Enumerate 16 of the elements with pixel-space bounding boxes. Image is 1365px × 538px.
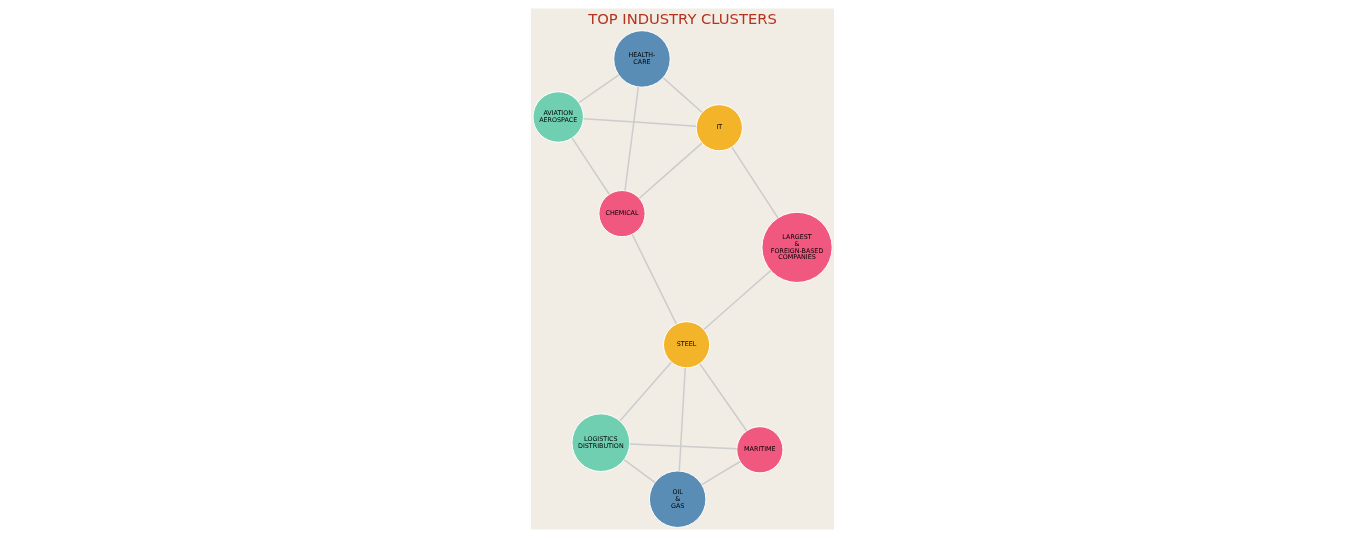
connector <box>624 86 640 192</box>
connector <box>629 443 738 450</box>
connector <box>582 117 697 127</box>
connector <box>578 74 620 104</box>
connector <box>731 146 779 219</box>
connector <box>699 363 748 432</box>
connector <box>623 459 656 484</box>
connector <box>571 137 610 195</box>
connector <box>619 361 672 422</box>
connector <box>701 461 741 486</box>
connector <box>662 77 703 114</box>
connector <box>703 269 772 331</box>
connector <box>678 367 686 472</box>
connector <box>638 142 703 199</box>
diagram-title: TOP INDUSTRY CLUSTERS <box>588 10 777 28</box>
connector <box>631 233 677 325</box>
